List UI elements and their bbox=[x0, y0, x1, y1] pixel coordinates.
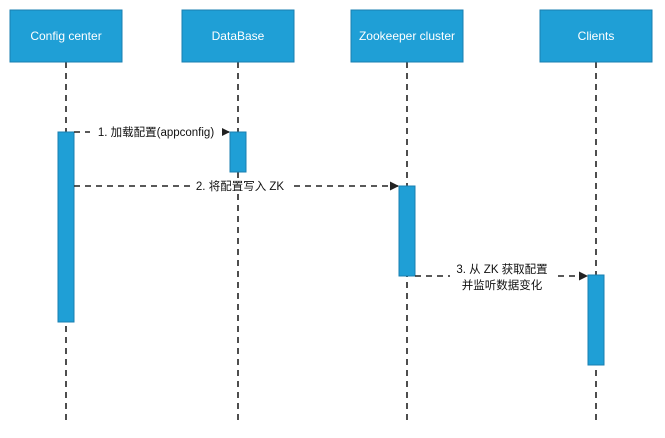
message-2: 2. 将配置写入 ZK bbox=[74, 178, 399, 194]
activation-database bbox=[229, 131, 247, 173]
message-3: 3. 从 ZK 获取配置 并监听数据变化 bbox=[415, 261, 588, 293]
activation-clients bbox=[587, 274, 605, 366]
actor-database: DataBase bbox=[181, 9, 295, 63]
actor-clients: Clients bbox=[539, 9, 653, 63]
actor-zookeeper-cluster: Zookeeper cluster bbox=[350, 9, 464, 63]
message-1-label: 1. 加载配置(appconfig) bbox=[98, 126, 214, 139]
message-3-label-line-1: 3. 从 ZK 获取配置 bbox=[456, 263, 547, 276]
message-2-label: 2. 将配置写入 ZK bbox=[196, 180, 285, 193]
message-3-label-line-2: 并监听数据变化 bbox=[462, 278, 543, 292]
actor-zookeeper-cluster-label: Zookeeper cluster bbox=[359, 29, 455, 43]
activation-zookeeper-cluster bbox=[398, 185, 416, 277]
actor-clients-label: Clients bbox=[578, 29, 615, 43]
actor-config-center-label: Config center bbox=[30, 29, 101, 43]
activation-config-center bbox=[57, 131, 75, 323]
actor-config-center: Config center bbox=[9, 9, 123, 63]
actor-database-label: DataBase bbox=[212, 29, 265, 43]
message-1: 1. 加载配置(appconfig) bbox=[74, 124, 230, 140]
